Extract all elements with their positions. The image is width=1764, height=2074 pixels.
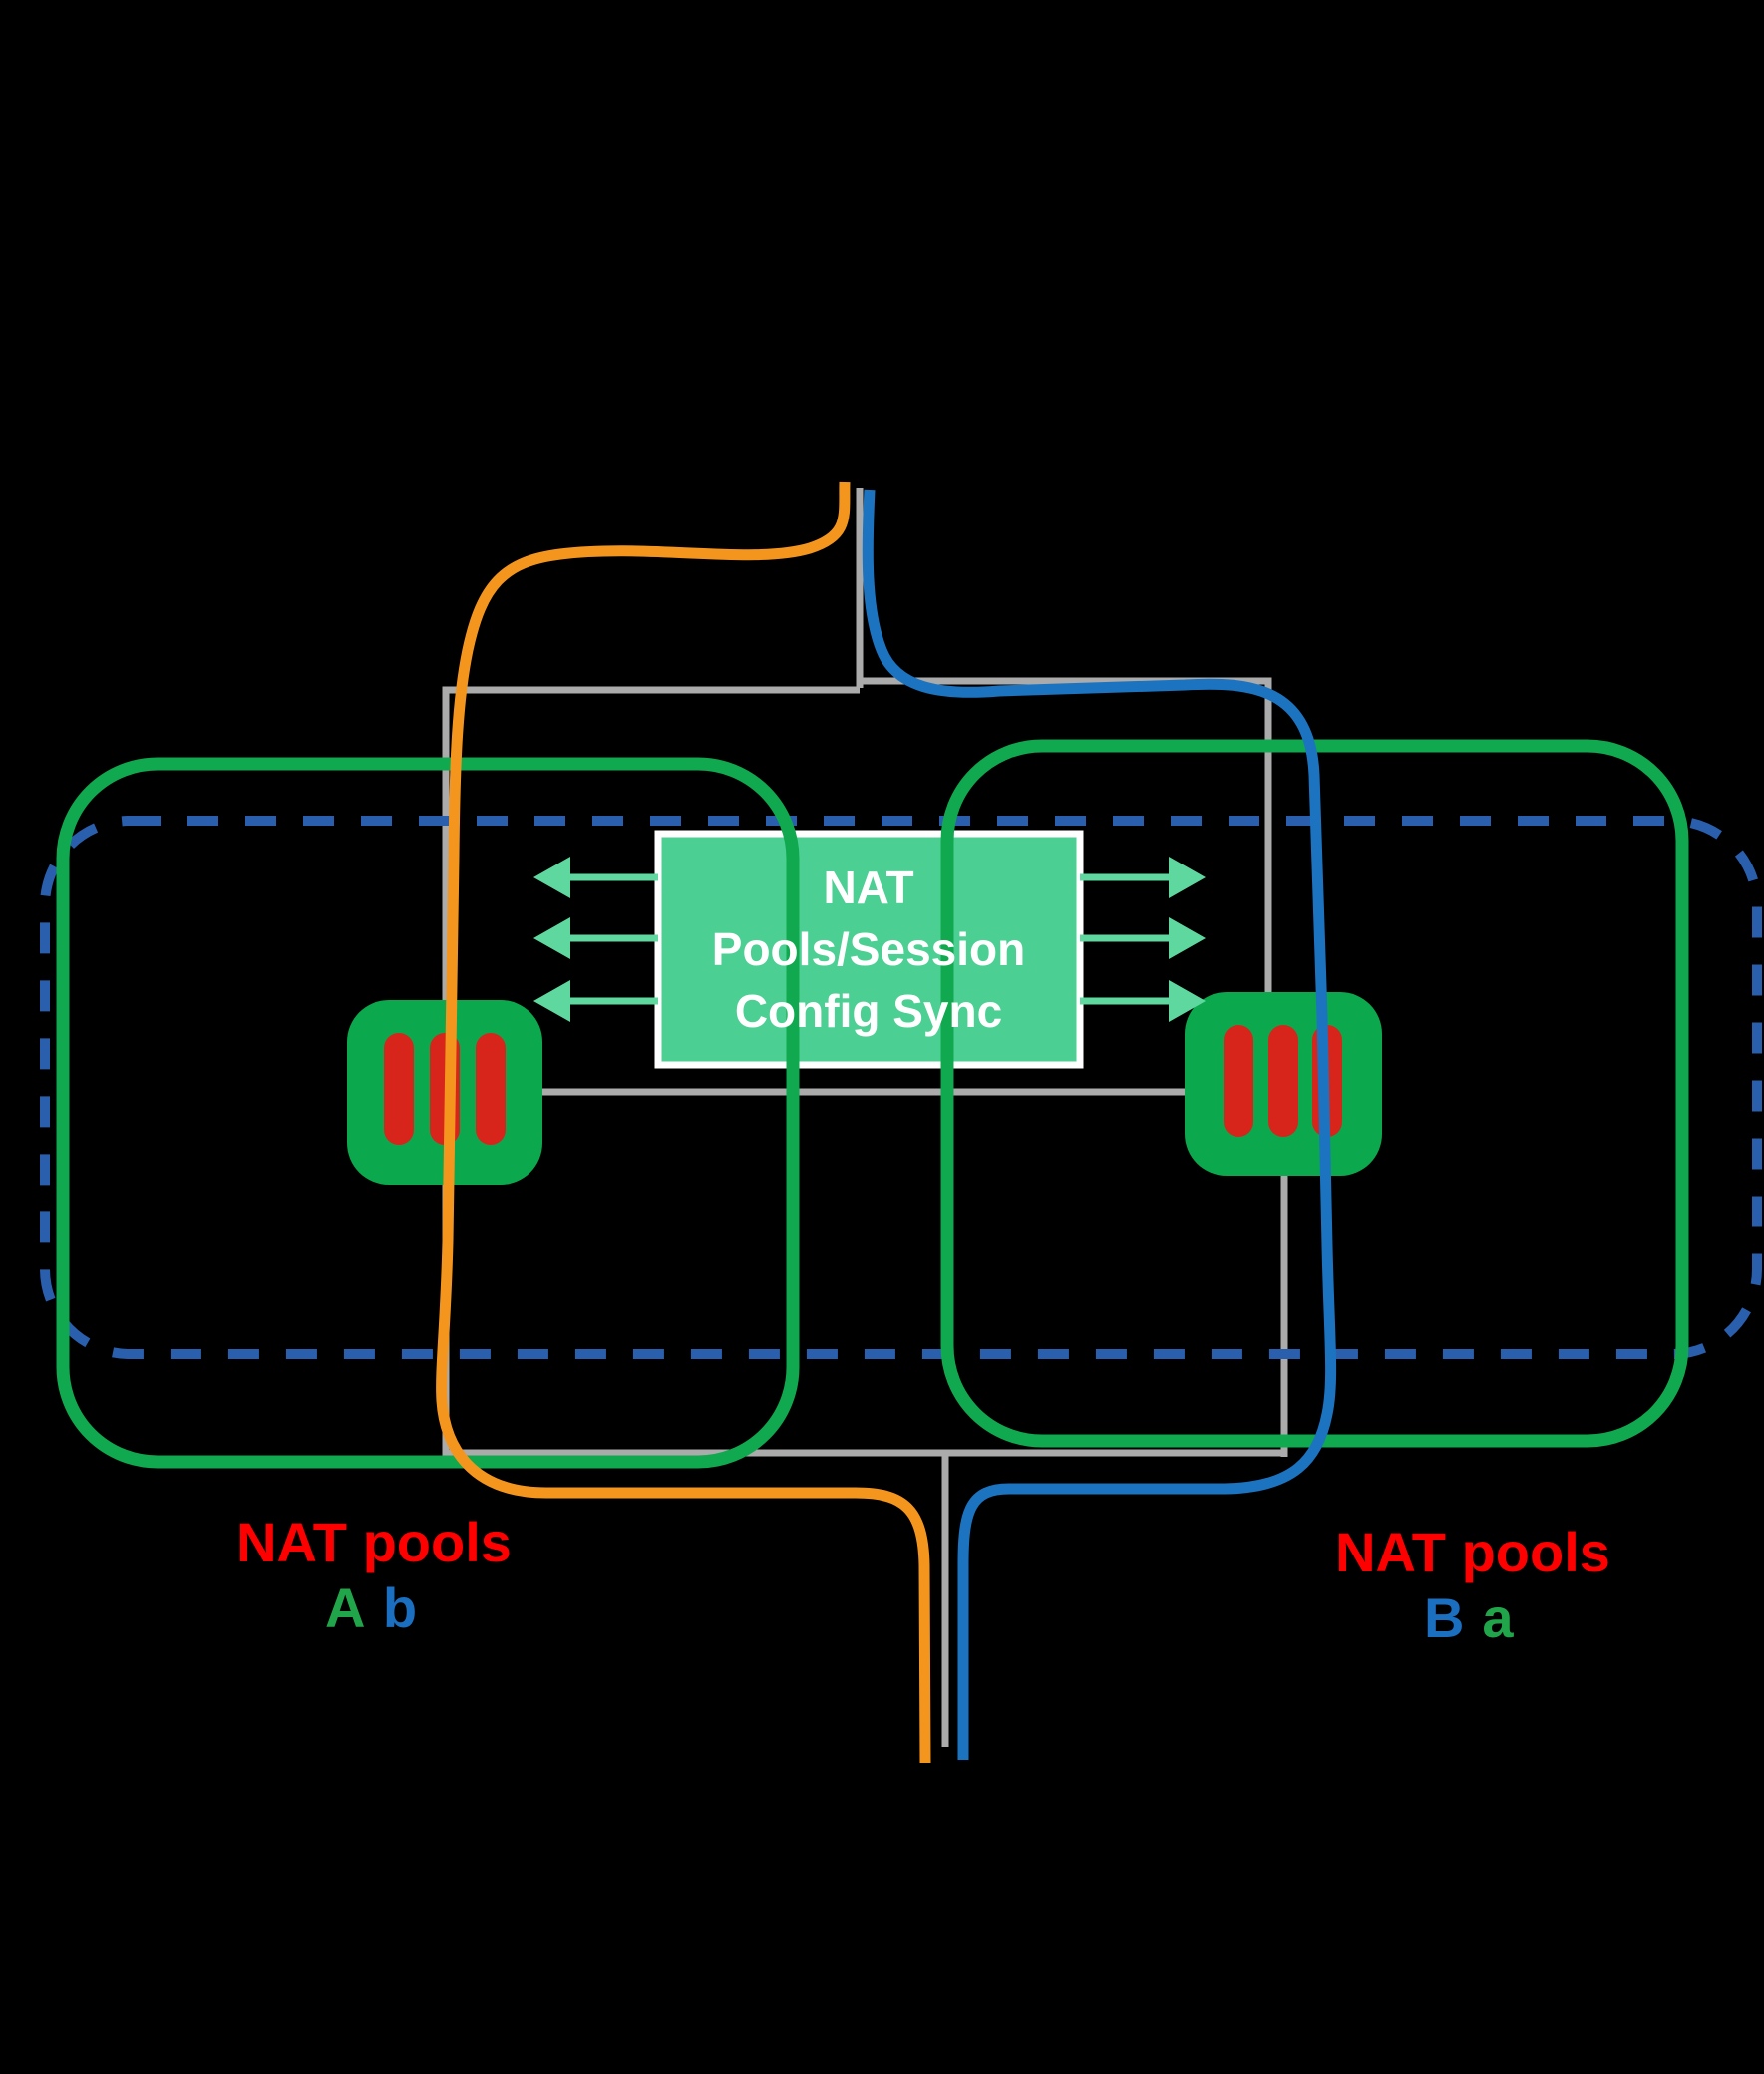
left-arrowhead-icon bbox=[533, 980, 570, 1022]
device-slot-bar bbox=[1224, 1025, 1253, 1137]
right-arrowhead-icon bbox=[1169, 857, 1206, 898]
right-arrowhead-icon bbox=[1169, 917, 1206, 959]
left-pool-letter-secondary: b bbox=[383, 1576, 417, 1639]
left-nat-pools-title: NAT pools bbox=[236, 1511, 512, 1573]
left-pool-letters: A b bbox=[325, 1576, 417, 1639]
device-slot-bar bbox=[476, 1033, 506, 1145]
left-arrowhead-icon bbox=[533, 917, 570, 959]
right-pool-letter-primary: B bbox=[1424, 1586, 1464, 1649]
device-slot-bar bbox=[384, 1033, 414, 1145]
left-green-zone bbox=[56, 757, 800, 1469]
right-nat-pools-label: NAT pools B a bbox=[1335, 1521, 1610, 1649]
nat-sync-box-text: NAT Pools/Session Config Sync bbox=[712, 862, 1025, 1037]
sync-arrows-left bbox=[533, 857, 658, 1022]
top-left-link bbox=[442, 686, 860, 1005]
sync-box-line3: Config Sync bbox=[735, 985, 1002, 1037]
right-pool-letters: B a bbox=[1424, 1586, 1514, 1649]
right-arrowhead-icon bbox=[1169, 980, 1206, 1022]
right-pool-letter-secondary: a bbox=[1482, 1586, 1514, 1649]
left-pool-letter-primary: A bbox=[325, 1576, 364, 1639]
sync-box-line2: Pools/Session bbox=[712, 923, 1025, 975]
sync-arrows-right bbox=[1080, 857, 1206, 1022]
orange-traffic-flow bbox=[436, 481, 931, 1764]
dashed-cluster-boundary bbox=[40, 816, 1762, 1359]
left-nat-pools-label: NAT pools A b bbox=[236, 1511, 512, 1639]
top-right-link bbox=[860, 677, 1272, 996]
device-slot-bar bbox=[1268, 1025, 1298, 1137]
left-arrowhead-icon bbox=[533, 857, 570, 898]
right-nat-pools-title: NAT pools bbox=[1335, 1521, 1610, 1583]
nat-sync-box bbox=[654, 830, 1084, 1069]
sync-box-line1: NAT bbox=[823, 862, 913, 913]
blue-traffic-flow bbox=[862, 489, 1337, 1760]
